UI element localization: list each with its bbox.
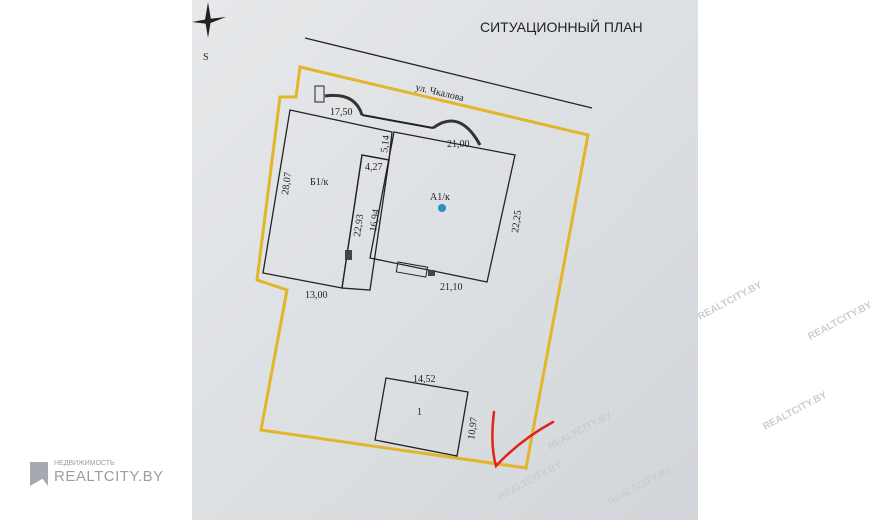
porch: [314, 85, 325, 103]
building-1-dim: 10,97: [466, 417, 480, 441]
svg-text:REALTCITY.BY: REALTCITY.BY: [761, 389, 829, 432]
building-1: [374, 377, 469, 457]
a1-dim: 21,10: [440, 282, 463, 293]
compass-label: S: [203, 52, 209, 63]
red-check-mark: [491, 410, 555, 469]
plan-title: СИТУАЦИОННЫЙ ПЛАН: [480, 18, 643, 35]
building-1-dim: 14,52: [413, 374, 436, 385]
plot-boundary: [255, 65, 590, 470]
strip: [341, 154, 390, 291]
a1-dim: 5,14: [379, 135, 392, 154]
arc: [324, 93, 364, 116]
logo-subtitle: НЕДВИЖИМОСТЬ: [54, 460, 115, 467]
svg-text:REALTCITY.BY: REALTCITY.BY: [546, 409, 614, 452]
svg-text:REALTCITY.BY: REALTCITY.BY: [806, 299, 874, 342]
building-a1: [369, 131, 516, 283]
svg-text:REALTCITY.BY: REALTCITY.BY: [696, 279, 764, 322]
building-1-label: 1: [417, 407, 422, 418]
logo-brand: REALTCITY.BY: [54, 468, 164, 485]
a1-dim: 16,94: [368, 209, 382, 233]
b1-dim: 28,07: [280, 172, 294, 196]
svg-text:REALTCITY.BY: REALTCITY.BY: [606, 464, 674, 507]
a1-dim: 22,25: [510, 210, 524, 234]
arc: [432, 119, 482, 146]
point-marker-icon: [438, 204, 446, 212]
street-line: [304, 37, 593, 109]
b1-dim: 17,50: [330, 107, 353, 118]
watermarks: REALTCITY.BY REALTCITY.BY REALTCITY.BY R…: [496, 279, 874, 507]
b1-label: Б1/к: [310, 177, 329, 188]
a1-dim: 21,00: [447, 139, 470, 150]
compass-icon: S: [192, 2, 226, 63]
a1-label: А1/к: [430, 192, 450, 203]
building-b1: [262, 109, 393, 289]
a1-dim: 4,27: [365, 162, 383, 173]
b1-dim: 22,93: [352, 214, 366, 238]
b1-dim: 13,00: [305, 290, 328, 301]
